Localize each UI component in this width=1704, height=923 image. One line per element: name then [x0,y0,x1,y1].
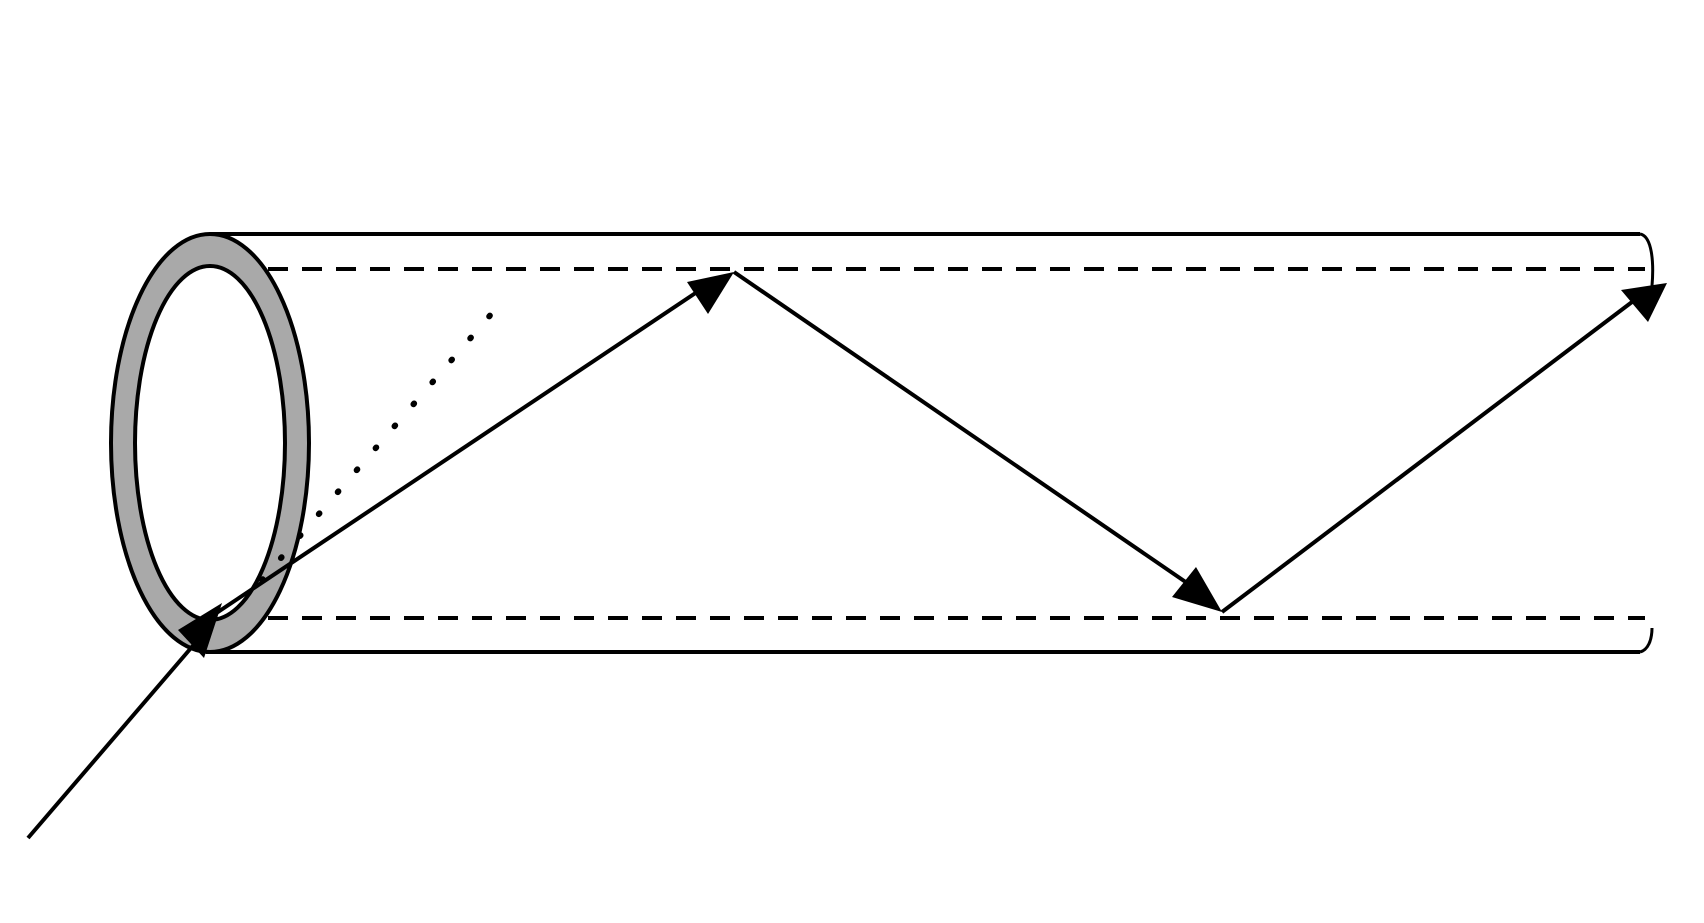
ray-segment-2 [732,270,1192,587]
ray-segment-2-arrowhead [1172,567,1222,612]
ray-segment-3 [1220,300,1634,614]
ray-segment-3-arrowhead [1621,283,1667,322]
fiber-right-end [1639,232,1655,654]
ray-segment-1-arrowhead [687,272,734,314]
dotted-guide-line [259,309,496,583]
ray-segment-1 [204,288,702,622]
incident-ray [26,639,199,840]
core-end-face [133,264,287,622]
